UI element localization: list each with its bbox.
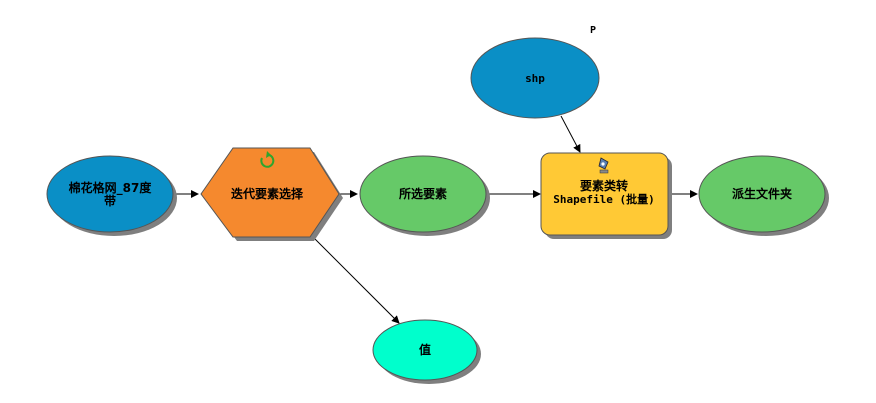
node-input-label-line2: 带 (104, 193, 116, 208)
node-input-shape (46, 155, 174, 233)
node-shp[interactable]: P shp (470, 25, 600, 119)
node-tool-shape (540, 152, 669, 236)
node-shp-label: shp (525, 72, 545, 85)
node-output-shape (698, 155, 826, 233)
iterate-loop-icon (260, 151, 275, 168)
parameter-marker: P (590, 25, 596, 36)
node-tool-feature-class-to-shapefile[interactable]: 要素类转 Shapefile (批量) (540, 152, 672, 239)
node-tool-label-line1: 要素类转 (580, 178, 628, 193)
node-input-label-line1: 棉花格网_87度 (69, 180, 153, 196)
node-selected-shape (359, 155, 487, 233)
node-input-feature-class[interactable]: 棉花格网_87度 带 (46, 155, 177, 236)
node-tool-label-line2: Shapefile (批量) (553, 192, 654, 206)
node-shp-shape (470, 37, 600, 119)
connector-iterator-to-value[interactable] (307, 231, 400, 324)
node-value-shape (372, 319, 478, 381)
node-output-label: 派生文件夹 (732, 186, 792, 201)
node-selected-label: 所选要素 (399, 186, 447, 201)
node-iterator-label: 迭代要素选择 (231, 186, 304, 201)
node-selected-features[interactable]: 所选要素 (359, 155, 490, 236)
node-iterator-shape (200, 147, 340, 238)
connectors (174, 115, 698, 324)
node-value[interactable]: 值 (372, 319, 481, 384)
node-value-label: 值 (419, 342, 431, 357)
node-derived-folder[interactable]: 派生文件夹 (698, 155, 829, 236)
connector-shp-to-tool[interactable] (560, 115, 581, 153)
node-iterator[interactable]: 迭代要素选择 (200, 147, 343, 241)
batch-tool-icon (598, 157, 609, 174)
